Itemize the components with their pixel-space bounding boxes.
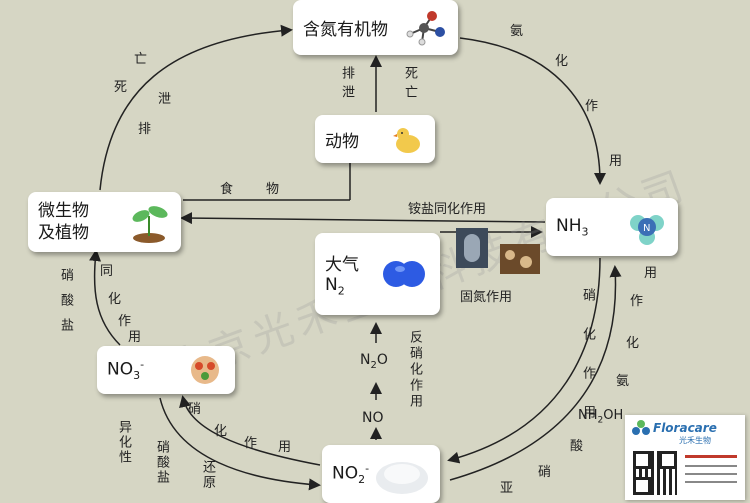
node-nh3-label: NH3 [556, 215, 589, 239]
label-denitrification: 反硝化作用 [407, 330, 422, 410]
node-organic-nitrogen-label: 含氮有机物 [303, 20, 388, 40]
node-animal-label: 动物 [325, 131, 359, 152]
nh3-molecule-icon: N [630, 215, 664, 245]
label-food: 食 物 [220, 182, 290, 197]
label-excrete: 排泄 [339, 66, 354, 104]
label-oxidation: 用 作 化 氨 [616, 266, 658, 389]
label-nitrification-right: 硝化作用 [580, 288, 595, 444]
svg-text:N: N [643, 223, 650, 234]
label-nitrite: 酸 硝 亚 [500, 439, 584, 496]
molecule-icon [406, 10, 445, 45]
label-dissim: 异化性 [116, 420, 131, 465]
logo-flower-icon [632, 420, 650, 435]
bacteria-photo [456, 228, 488, 268]
label-nh2oh: NH2OH [578, 408, 624, 426]
no3-molecule-icon [191, 356, 219, 384]
node-nh3: NH3 N [546, 198, 678, 256]
node-organic-nitrogen: 含氮有机物 [293, 0, 458, 55]
label-nitrate-assim-right: 同 化 作 用 [100, 264, 142, 345]
logo-line-2 [685, 465, 737, 467]
label-nitrate-reduct-b: 还原 [200, 460, 215, 490]
label-nitrate-reduct-a: 硝酸盐 [154, 440, 169, 485]
label-no: NO [362, 410, 384, 426]
label-nitrification-bottom: 硝 化 作 用 [188, 402, 292, 455]
company-logo-card: Floracare 光禾生物 [625, 415, 745, 500]
node-no2-label: NO2- [332, 461, 370, 487]
logo-sub: 光禾生物 [679, 436, 711, 445]
node-no3-label: NO3- [107, 357, 145, 383]
node-animal: 动物 [315, 115, 435, 163]
node-microbe-plant: 微生物 及植物 [28, 192, 181, 252]
label-nitrate-assim-left: 硝酸盐 [58, 268, 73, 343]
chick-icon [393, 128, 420, 153]
label-n2o: N2O [360, 352, 388, 371]
node-n2: 大气N2 [315, 233, 440, 315]
node-microbe-label-1: 微生物 [38, 201, 89, 221]
node-no3: NO3- [97, 346, 235, 394]
label-death: 死亡 [402, 66, 417, 104]
logo-line-4 [685, 481, 737, 483]
label-ammonification: 氨 化 作 用 [510, 24, 623, 169]
label-ammonium-assim: 铵盐同化作用 [408, 202, 487, 217]
qr-code [633, 451, 677, 495]
sprout-icon [132, 206, 168, 243]
n2-molecule-icon [383, 261, 426, 287]
label-nitrogen-fixation: 固氮作用 [460, 290, 513, 305]
powder-icon [376, 462, 428, 494]
node-no2: NO2- [322, 445, 440, 503]
root-nodule-photo [500, 244, 540, 274]
logo-line-1 [685, 455, 737, 458]
logo-line-3 [685, 473, 737, 475]
logo-brand: Floracare [653, 421, 717, 435]
label-death-leak: 亡 死 泄 排 [114, 52, 172, 137]
node-n2-label: 大气N2 [325, 255, 359, 298]
node-microbe-label-2: 及植物 [38, 223, 89, 243]
